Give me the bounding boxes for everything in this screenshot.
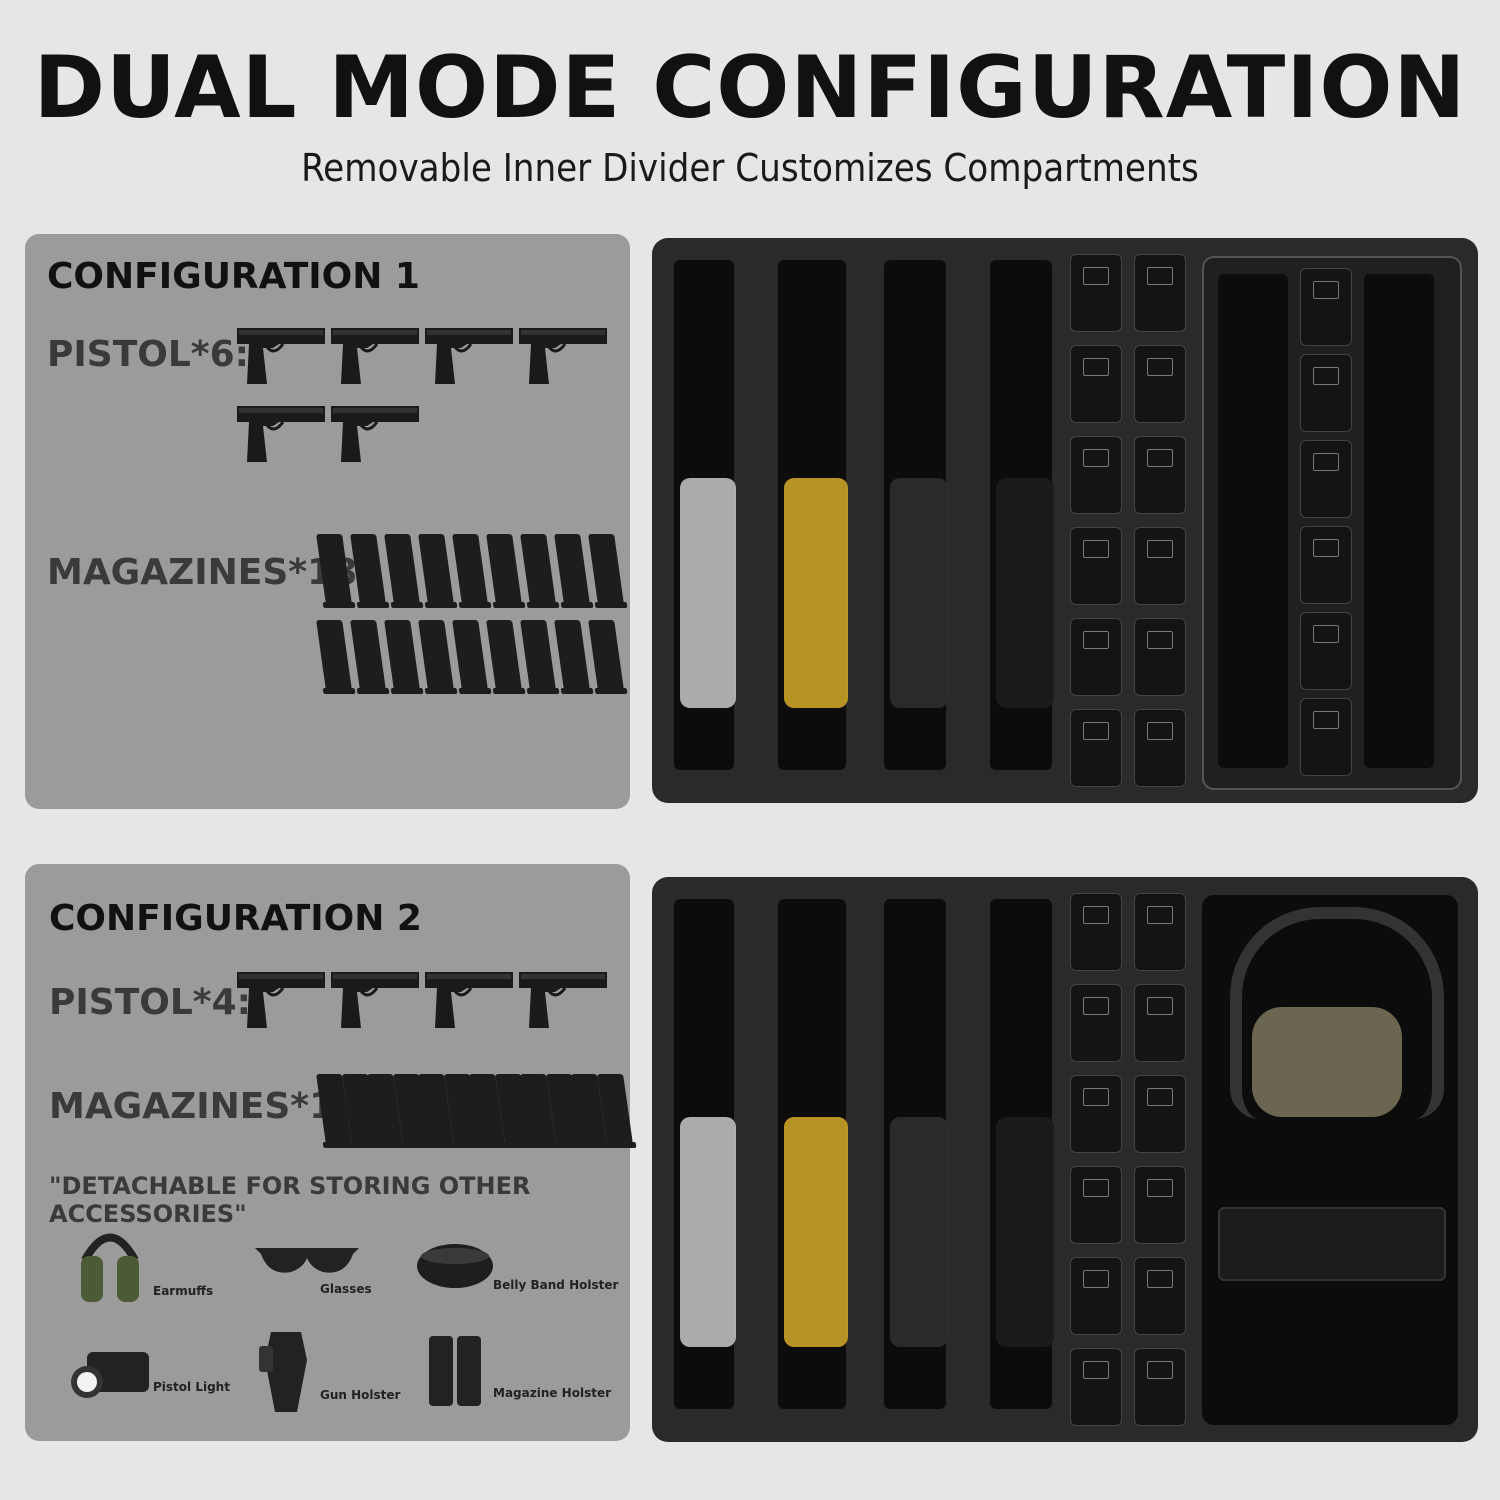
magazine-slot [1300, 440, 1352, 518]
pistol-icon [233, 400, 329, 470]
gun-holster-icon [259, 1332, 307, 1412]
pistol-in-slot [996, 1117, 1054, 1347]
accessory-label-gun-holster: Gun Holster [320, 1388, 401, 1402]
page-subtitle: Removable Inner Divider Customizes Compa… [301, 146, 1199, 190]
magazine-slot [1134, 984, 1186, 1062]
magazine-slot [1134, 436, 1186, 514]
pistol-icon [327, 322, 423, 392]
magazine-slot [1134, 1257, 1186, 1335]
pistol-in-slot [890, 478, 948, 708]
magazine-holster-icon [429, 1336, 481, 1406]
pistol-icon [327, 966, 423, 1036]
magazine-icon [316, 620, 352, 690]
magazine-icon [316, 534, 352, 604]
magazine-icon [520, 534, 556, 604]
magazine-icon [452, 534, 488, 604]
pistol-light-icon [71, 1352, 149, 1398]
accessory-label-pistol-light: Pistol Light [153, 1380, 230, 1394]
accessory-label-magazine-holster: Magazine Holster [493, 1386, 612, 1400]
magazine-slot [1300, 268, 1352, 346]
magazine-slot [1300, 526, 1352, 604]
config2-magazine-label: MAGAZINES*12 [49, 1086, 360, 1127]
magazine-slot [1070, 984, 1122, 1062]
magazine-slot [1134, 527, 1186, 605]
magazine-slot [1134, 1166, 1186, 1244]
config2-tray-photo [652, 877, 1478, 1442]
magazine-icon [350, 534, 386, 604]
magazine-slot [1134, 1075, 1186, 1153]
config1-heading: CONFIGURATION 1 [47, 256, 420, 297]
config2-heading: CONFIGURATION 2 [49, 898, 422, 939]
accessory-label-belly-band: Belly Band Holster [493, 1278, 619, 1292]
magazine-slot [1070, 1348, 1122, 1426]
config2-note: "DETACHABLE FOR STORING OTHER ACCESSORIE… [49, 1172, 531, 1228]
pistol-icon [421, 966, 517, 1036]
pistol-in-slot [680, 1117, 736, 1347]
magazine-icon [588, 620, 624, 690]
magazine-icon [350, 620, 386, 690]
magazine-slot [1070, 254, 1122, 332]
magazine-icon [452, 620, 488, 690]
magazine-slot [1300, 698, 1352, 776]
pistol-in-slot [996, 478, 1054, 708]
magazine-slot [1070, 527, 1122, 605]
pistol-in-slot [784, 1117, 848, 1347]
pistol-icon [515, 966, 611, 1036]
magazine-slot [1070, 709, 1122, 787]
pistol-in-slot [680, 478, 736, 708]
magazine-slot [1134, 709, 1186, 787]
magazine-slot [1300, 354, 1352, 432]
pistol-in-slot [890, 1117, 948, 1347]
magazine-icon [554, 534, 590, 604]
magazine-slot [1070, 893, 1122, 971]
magazine-slot [1070, 1166, 1122, 1244]
config1-panel: CONFIGURATION 1 PISTOL*6: MAGAZINES*18 [25, 234, 630, 809]
config2-panel: CONFIGURATION 2 PISTOL*4: MAGAZINES*12 "… [25, 864, 633, 1441]
magazine-slot [1070, 1075, 1122, 1153]
magazine-icon [384, 620, 420, 690]
pistol-icon [233, 322, 329, 392]
glasses-icon [255, 1248, 359, 1273]
pistol-slot [1218, 274, 1288, 768]
magazine-slot [1300, 612, 1352, 690]
pistol-icon [421, 322, 517, 392]
config1-tray-photo [652, 238, 1478, 803]
belt-in-tray [1218, 1207, 1446, 1281]
accessory-label-earmuffs: Earmuffs [153, 1284, 214, 1298]
magazine-slot [1134, 254, 1186, 332]
page-title: DUAL MODE CONFIGURATION [33, 38, 1467, 138]
magazine-slot [1134, 893, 1186, 971]
magazine-icon [520, 620, 556, 690]
magazine-icon [384, 534, 420, 604]
magazine-slot [1070, 618, 1122, 696]
pistol-slot [1364, 274, 1434, 768]
pistol-icon [515, 322, 611, 392]
magazine-icon [588, 534, 624, 604]
magazine-slot [1070, 1257, 1122, 1335]
pistol-in-slot [784, 478, 848, 708]
magazine-slot [1134, 618, 1186, 696]
pistol-icon [233, 966, 329, 1036]
earmuffs-icon [81, 1233, 139, 1302]
magazine-slot [1134, 345, 1186, 423]
magazine-slot [1134, 1348, 1186, 1426]
config1-magazine-label: MAGAZINES*18 [47, 552, 358, 593]
magazine-icon [486, 620, 522, 690]
pistol-icon [327, 400, 423, 470]
config1-pistol-label: PISTOL*6: [47, 334, 250, 375]
magazine-icon [418, 534, 454, 604]
magazine-slot [1070, 436, 1122, 514]
accessory-label-glasses: Glasses [320, 1282, 372, 1296]
earmuff-cup [1252, 1007, 1402, 1117]
magazine-icon [486, 534, 522, 604]
belly-band-icon [417, 1244, 493, 1288]
config2-pistol-label: PISTOL*4: [49, 982, 252, 1023]
magazine-icon [418, 620, 454, 690]
magazine-slot [1070, 345, 1122, 423]
magazine-icon [554, 620, 590, 690]
